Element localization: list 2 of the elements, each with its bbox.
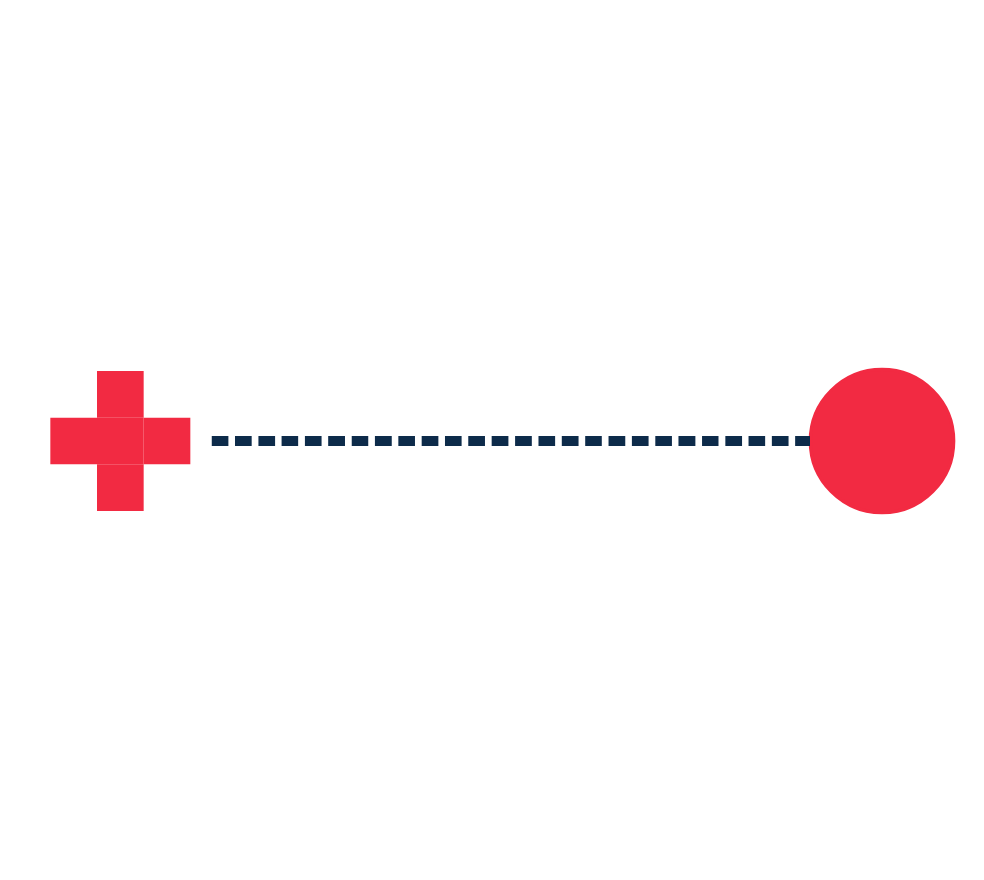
connector <box>211 435 810 445</box>
node-circle <box>808 366 956 514</box>
